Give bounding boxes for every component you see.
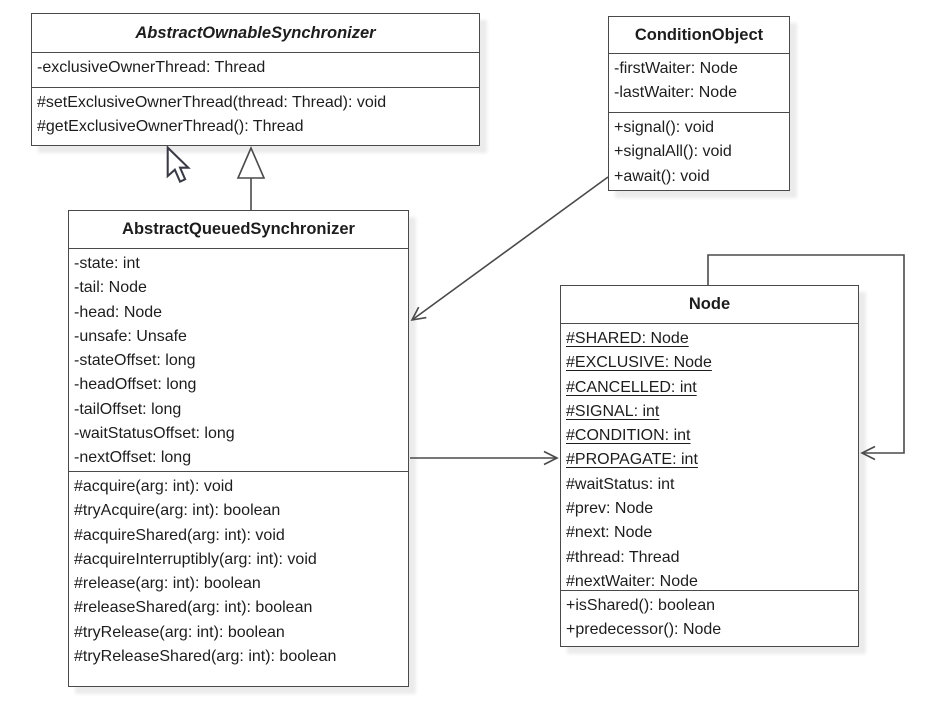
member-item: -stateOffset: long [74,352,196,370]
member-item: -head: Node [74,303,163,321]
attributes-compartment: -firstWaiter: Node -lastWaiter: Node [609,54,789,113]
member-item: #SHARED: Node [566,330,689,347]
member-item: #setExclusiveOwnerThread(thread: Thread)… [37,94,387,111]
member-item: -tail: Node [74,279,147,297]
member-item: #thread: Thread [566,548,680,566]
member-item: #CANCELLED: int [566,378,697,396]
member-item: +await(): void [614,167,710,185]
methods-compartment: #acquire(arg: int): void #tryAcquire(arg:… [69,472,408,686]
member-item: #prev: Node [566,500,654,518]
member-item: #getExclusiveOwnerThread(): Thread [37,118,304,136]
member-item: -exclusiveOwnerThread: Thread [37,59,266,76]
class-condition-object: ConditionObject -firstWaiter: Node -lastW… [608,16,790,191]
member-item: #acquireInterruptibly(arg: int): void [74,550,317,568]
member-item: -lastWaiter: Node [614,84,737,102]
member-item: -firstWaiter: Node [614,60,738,77]
member-item: #EXCLUSIVE: Node [566,354,712,372]
member-item: #SIGNAL: int [566,402,660,420]
member-item: -headOffset: long [74,376,197,394]
attributes-compartment: #SHARED: Node #EXCLUSIVE: Node #CANCELLED:… [561,324,858,591]
member-item: #tryRelease(arg: int): boolean [74,623,285,641]
member-item: -tailOffset: long [74,400,182,418]
member-item: #tryAcquire(arg: int): boolean [74,502,281,520]
methods-compartment: #setExclusiveOwnerThread(thread: Thread)… [32,88,479,145]
class-abstract-ownable-synchronizer: AbstractOwnableSynchronizer -exclusiveOw… [31,13,480,146]
member-item: #release(arg: int): boolean [74,575,261,593]
member-item: #next: Node [566,524,653,542]
methods-compartment: +isShared(): boolean +predecessor(): Node [561,591,858,646]
member-item: +predecessor(): Node [566,621,722,639]
member-item: -unsafe: Unsafe [74,327,187,345]
attributes-compartment: -exclusiveOwnerThread: Thread [32,53,479,88]
mouse-cursor-icon [166,146,191,184]
class-abstract-queued-synchronizer: AbstractQueuedSynchronizer -state: int -t… [68,210,409,687]
member-item: #acquireShared(arg: int): void [74,526,285,544]
member-item: #nextWaiter: Node [566,572,698,590]
member-item: #releaseShared(arg: int): boolean [74,599,313,617]
member-item: #acquire(arg: int): void [74,478,234,495]
member-item: #CONDITION: int [566,427,691,445]
member-item: #PROPAGATE: int [566,451,698,469]
methods-compartment: +signal(): void +signalAll(): void +await(… [609,113,789,190]
class-title: Node [561,286,858,324]
member-item: +signalAll(): void [614,143,732,161]
attributes-compartment: -state: int -tail: Node -head: Node -unsafe… [69,249,408,472]
class-title: ConditionObject [609,17,789,54]
member-item: +signal(): void [614,119,715,136]
member-item: -nextOffset: long [74,449,192,467]
generalization-arrow-aqs-to-aos [236,145,266,211]
member-item: -state: int [74,255,140,272]
member-item: #waitStatus: int [566,475,675,493]
member-item: +isShared(): boolean [566,597,715,614]
class-node: Node #SHARED: Node #EXCLUSIVE: Node #CANCE… [560,285,859,647]
member-item: #tryReleaseShared(arg: int): boolean [74,648,337,666]
class-title: AbstractOwnableSynchronizer [32,14,479,53]
member-item: -waitStatusOffset: long [74,425,235,443]
class-title: AbstractQueuedSynchronizer [69,211,408,249]
